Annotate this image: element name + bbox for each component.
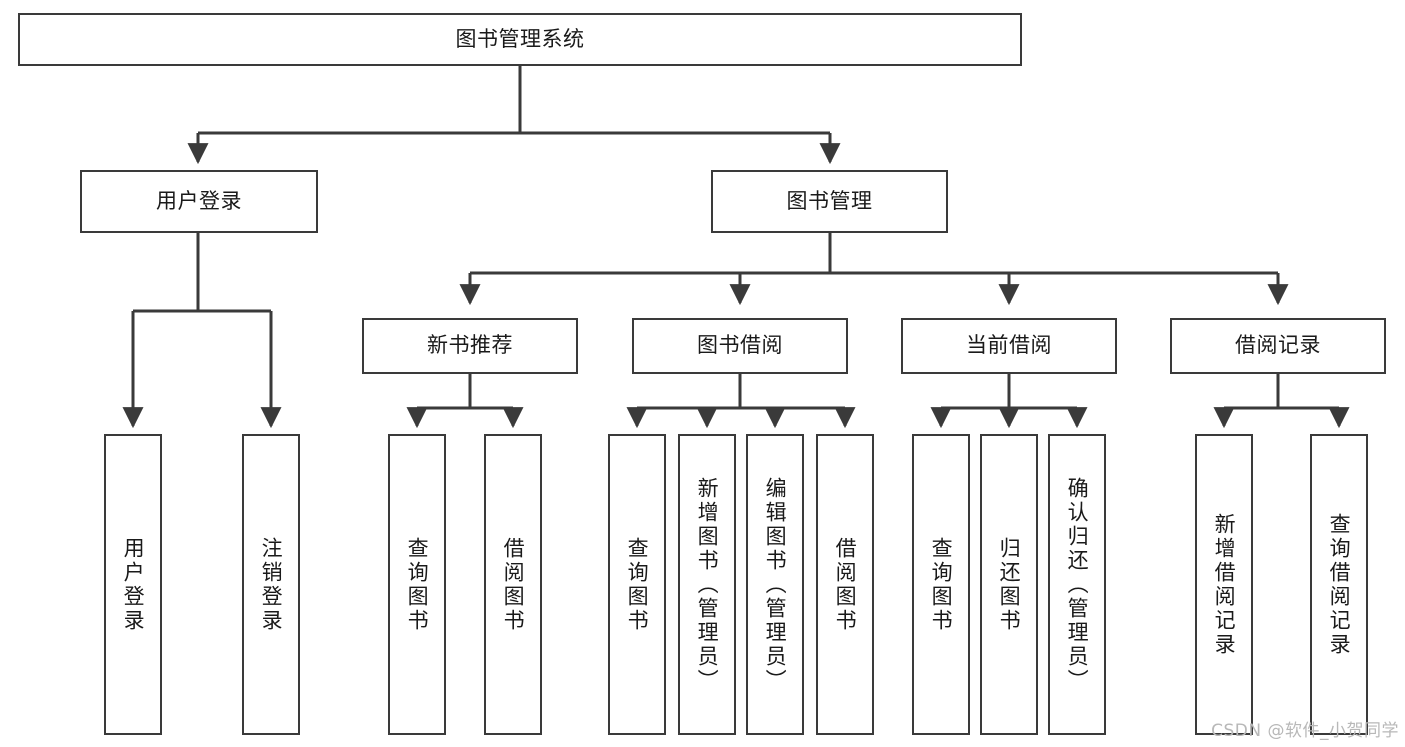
leaf-confirm-return-admin[interactable]: 确认归还（管理员） xyxy=(1048,434,1106,735)
leaf-query-borrow-record[interactable]: 查询借阅记录 xyxy=(1310,434,1368,735)
node-label: 查询图书 xyxy=(625,536,650,633)
leaf-add-borrow-record[interactable]: 新增借阅记录 xyxy=(1195,434,1253,735)
leaf-borrow-book-recommend[interactable]: 借阅图书 xyxy=(484,434,542,735)
node-label: 新增图书（管理员） xyxy=(695,476,720,693)
node-label: 当前借阅 xyxy=(966,333,1052,358)
node-label: 借阅图书 xyxy=(833,536,858,633)
node-borrow-record[interactable]: 借阅记录 xyxy=(1170,318,1386,374)
node-root-system[interactable]: 图书管理系统 xyxy=(18,13,1022,66)
node-user-login[interactable]: 用户登录 xyxy=(80,170,318,233)
leaf-borrow-book[interactable]: 借阅图书 xyxy=(816,434,874,735)
node-label: 查询借阅记录 xyxy=(1327,512,1352,657)
node-label: 图书借阅 xyxy=(697,333,783,358)
node-label: 确认归还（管理员） xyxy=(1065,476,1090,693)
node-label: 用户登录 xyxy=(121,536,146,633)
leaf-logout[interactable]: 注销登录 xyxy=(242,434,300,735)
leaf-user-login[interactable]: 用户登录 xyxy=(104,434,162,735)
node-label: 新书推荐 xyxy=(427,333,513,358)
node-label: 用户登录 xyxy=(156,188,242,213)
node-label: 查询图书 xyxy=(929,536,954,633)
node-label: 编辑图书（管理员） xyxy=(763,476,788,693)
node-label: 借阅记录 xyxy=(1235,333,1321,358)
leaf-add-book-admin[interactable]: 新增图书（管理员） xyxy=(678,434,736,735)
leaf-edit-book-admin[interactable]: 编辑图书（管理员） xyxy=(746,434,804,735)
leaf-query-book-recommend[interactable]: 查询图书 xyxy=(388,434,446,735)
node-label: 归还图书 xyxy=(997,536,1022,633)
leaf-query-book-current[interactable]: 查询图书 xyxy=(912,434,970,735)
node-label: 图书管理 xyxy=(786,188,873,213)
leaf-query-book-borrow[interactable]: 查询图书 xyxy=(608,434,666,735)
node-label: 图书管理系统 xyxy=(455,26,585,51)
node-label: 查询图书 xyxy=(405,536,430,633)
node-current-borrow[interactable]: 当前借阅 xyxy=(901,318,1117,374)
node-new-book-recommend[interactable]: 新书推荐 xyxy=(362,318,578,374)
node-book-management[interactable]: 图书管理 xyxy=(711,170,948,233)
node-label: 注销登录 xyxy=(259,536,284,633)
node-book-borrow[interactable]: 图书借阅 xyxy=(632,318,848,374)
node-label: 新增借阅记录 xyxy=(1212,512,1237,657)
node-label: 借阅图书 xyxy=(501,536,526,633)
leaf-return-book[interactable]: 归还图书 xyxy=(980,434,1038,735)
